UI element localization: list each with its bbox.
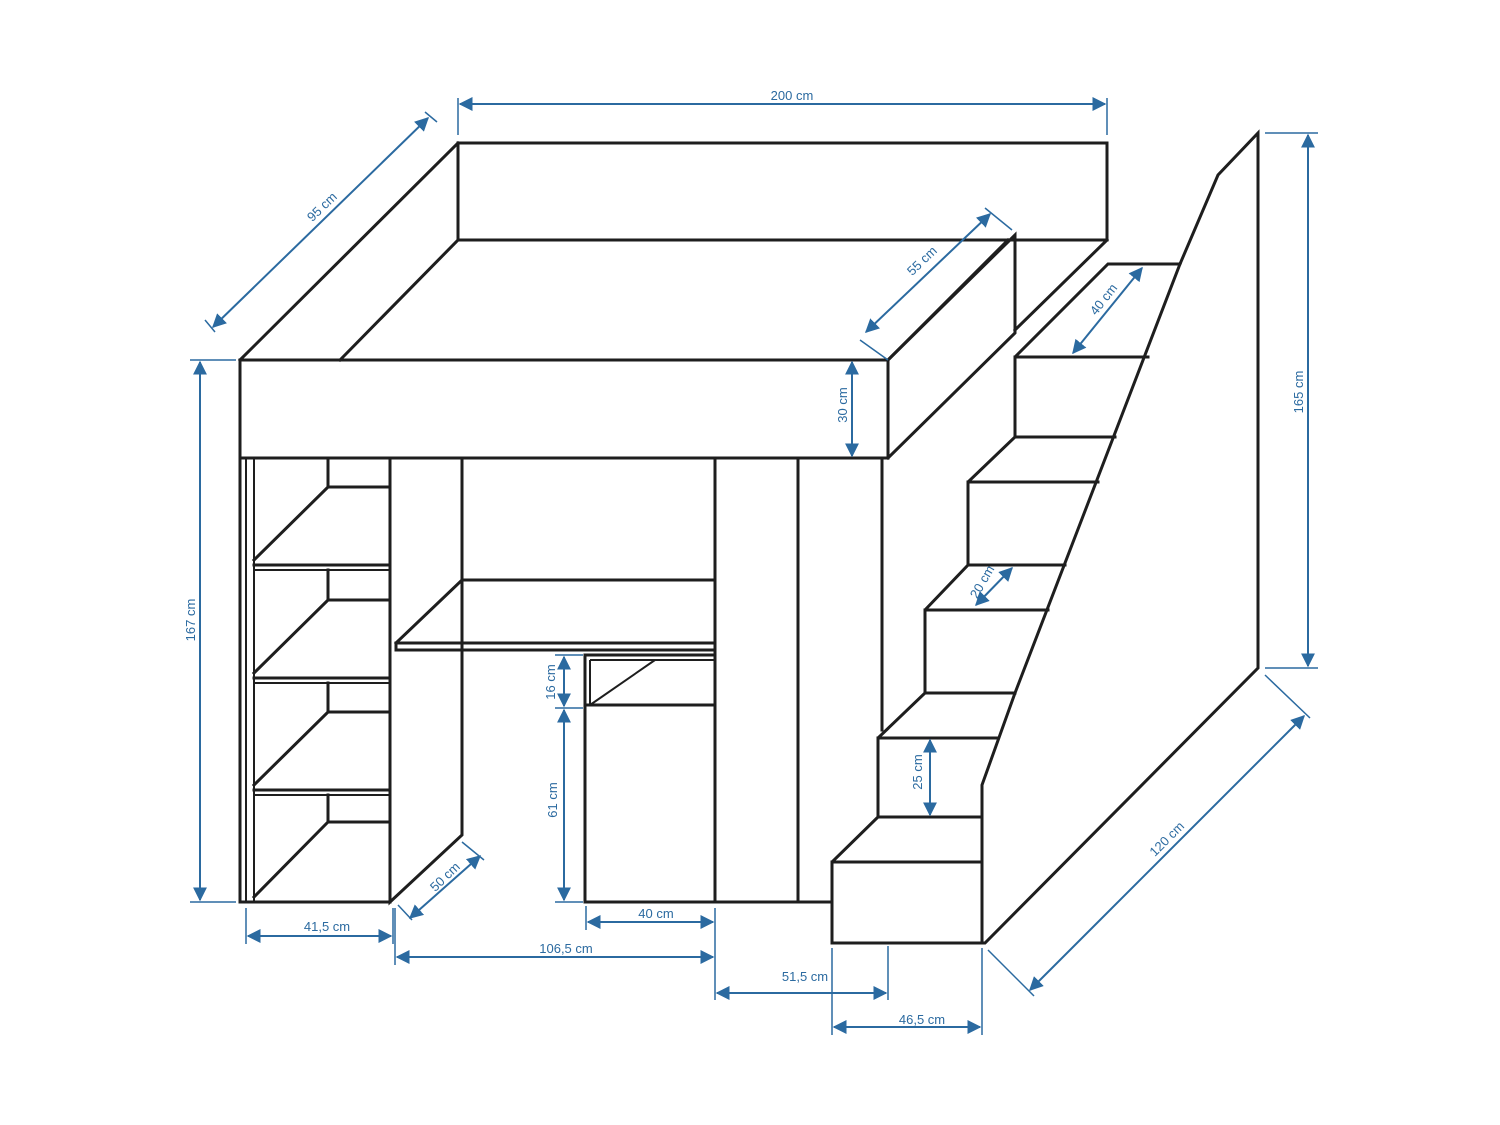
shelf-board-fronts — [254, 569, 390, 796]
label-shelf-width: 41,5 cm — [304, 919, 350, 934]
dim-total-length: 200 cm — [457, 88, 1108, 135]
step-3 — [923, 563, 1067, 612]
label-desk-width: 106,5 cm — [539, 941, 592, 956]
label-cabinet-height: 61 cm — [545, 782, 560, 817]
back-right-edge — [1012, 237, 1110, 333]
stair-stringer — [980, 262, 1182, 945]
shelf-2-back — [251, 568, 392, 676]
label-guard-depth: 55 cm — [904, 243, 940, 278]
label-drawer-width: 40 cm — [638, 906, 673, 921]
label-total-height: 167 cm — [183, 599, 198, 642]
staircase-outline — [830, 129, 1260, 945]
front-rail — [238, 358, 890, 460]
dim-drawer-width: 40 cm — [585, 906, 715, 930]
wardrobe-left — [713, 456, 832, 904]
label-wardrobe-width: 51,5 cm — [782, 969, 828, 984]
left-top-depth-edge — [237, 140, 461, 363]
desk-top-front — [394, 641, 717, 652]
dim-stair-width: 46,5 cm — [831, 948, 983, 1035]
shelf-boards — [252, 563, 392, 792]
dim-total-height: 167 cm — [183, 359, 236, 903]
dim-stair-tread: 20 cm — [967, 563, 1013, 607]
mattress-left-edge — [337, 237, 461, 363]
label-guard-height: 30 cm — [835, 387, 850, 422]
dim-stair-top: 40 cm — [1072, 266, 1143, 355]
label-stair-riser: 25 cm — [910, 754, 925, 789]
step-2 — [966, 435, 1117, 484]
desk-top-back — [393, 578, 717, 646]
drawer-cabinet — [583, 653, 717, 904]
dim-stair-length: 120 cm — [987, 674, 1311, 997]
cabinet-body — [583, 653, 717, 904]
step-5 — [830, 815, 984, 864]
label-stair-top: 40 cm — [1087, 281, 1121, 318]
label-total-length: 200 cm — [771, 88, 814, 103]
wardrobe — [713, 456, 884, 904]
desk-side-panel — [388, 456, 464, 906]
back-guard-panel — [456, 141, 1109, 242]
label-stair-height: 165 cm — [1291, 371, 1306, 414]
dim-desk-width: 106,5 cm — [394, 908, 716, 1000]
label-drawer-height: 16 cm — [543, 664, 558, 699]
dim-drawer-height: 16 cm — [543, 654, 583, 709]
dim-wardrobe-width: 51,5 cm — [715, 946, 889, 1000]
dim-guard-height: 30 cm — [835, 360, 859, 458]
bed-frame — [237, 140, 1110, 461]
drawer-inside — [589, 659, 715, 706]
label-stair-width: 46,5 cm — [899, 1012, 945, 1027]
shelf-3-back — [251, 681, 392, 788]
shelf-4-back — [251, 793, 392, 900]
dim-guard-depth: 55 cm — [859, 207, 1013, 361]
guard-top-edge — [885, 237, 1011, 363]
dim-stair-riser: 25 cm — [910, 738, 937, 817]
label-stair-tread: 20 cm — [967, 563, 998, 601]
dim-stair-height: 165 cm — [1265, 132, 1318, 669]
step-4 — [876, 691, 1017, 740]
staircase — [830, 129, 1260, 945]
dim-depth: 95 cm — [204, 111, 438, 333]
bookshelf — [238, 456, 392, 904]
dim-cabinet-height: 61 cm — [545, 708, 583, 903]
shelf-1-back — [251, 456, 392, 563]
label-depth: 95 cm — [304, 189, 340, 224]
dim-shelf-width: 41,5 cm — [245, 908, 394, 944]
